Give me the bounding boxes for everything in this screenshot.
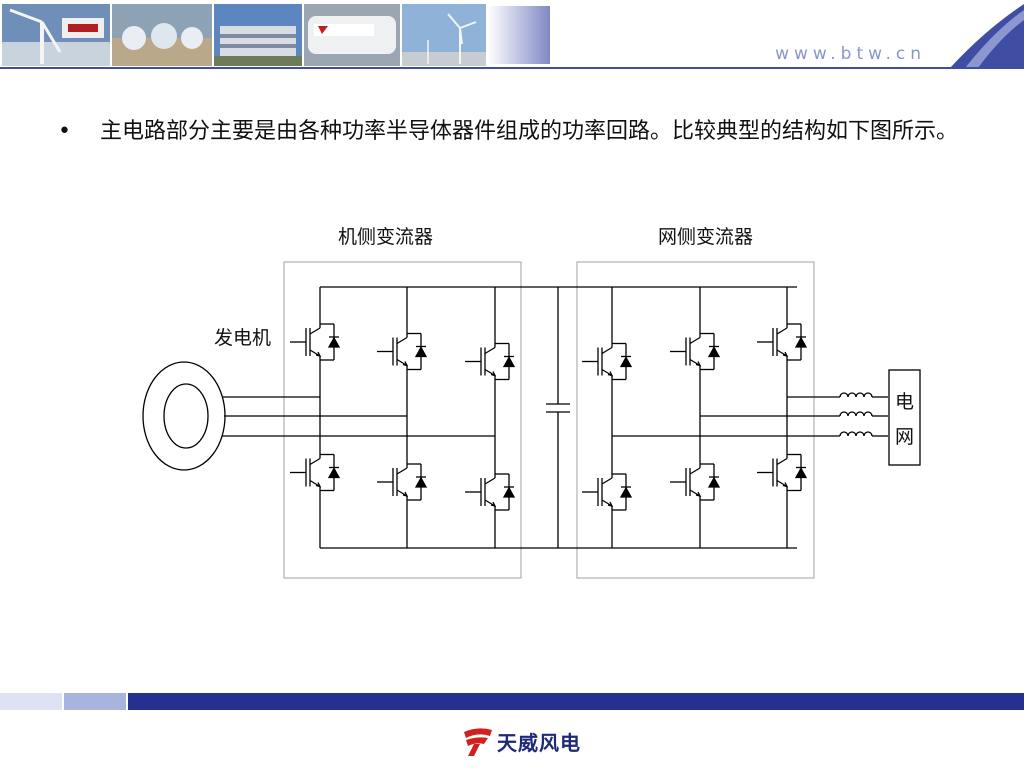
factory-building-photo bbox=[214, 4, 302, 66]
factory-hall-photo bbox=[112, 4, 212, 66]
header-corner-swoosh bbox=[950, 4, 1024, 68]
header-gradient-block bbox=[488, 6, 550, 64]
igbt-upper-5 bbox=[670, 287, 721, 416]
bullet-marker: • bbox=[58, 119, 71, 144]
grid-label-top: 电 bbox=[895, 391, 915, 413]
grid-side-converter-box bbox=[576, 261, 815, 579]
grid-inductors bbox=[839, 392, 873, 437]
grid-phase-lines bbox=[612, 396, 888, 437]
igbt-upper-3 bbox=[465, 287, 516, 436]
igbt-upper-4 bbox=[582, 287, 633, 436]
igbt-upper-2 bbox=[377, 287, 428, 416]
bullet-paragraph: • 主电路部分主要是由各种功率半导体器件组成的功率回路。比较典型的结构如下图所示… bbox=[58, 117, 978, 147]
igbt-upper-1 bbox=[290, 287, 341, 397]
brand-logo-icon bbox=[464, 728, 492, 756]
igbt-lower-4 bbox=[582, 436, 633, 548]
machine-side-converter-box bbox=[283, 261, 522, 579]
brand-logo-text: 天威风电 bbox=[497, 731, 581, 755]
generator-label: 发电机 bbox=[214, 327, 272, 349]
machine-side-converter-label: 机侧变流器 bbox=[338, 226, 434, 248]
header-banner: www.btw.cn bbox=[0, 0, 1024, 70]
generator-phase-lines bbox=[222, 396, 495, 437]
bullet-text: 主电路部分主要是由各种功率半导体器件组成的功率回路。比较典型的结构如下图所示。 bbox=[100, 119, 959, 144]
wind-farm-photo bbox=[402, 4, 486, 66]
igbt-upper-6 bbox=[757, 287, 808, 397]
grid-box bbox=[888, 369, 921, 466]
igbt-lower-3 bbox=[465, 436, 516, 548]
website-url: www.btw.cn bbox=[775, 44, 926, 64]
igbt-lower-1 bbox=[290, 397, 341, 548]
nacelle-photo bbox=[304, 4, 400, 66]
igbt-lower-2 bbox=[377, 416, 428, 548]
header-corner-accent bbox=[965, 10, 1024, 68]
igbt-lower-6 bbox=[757, 397, 808, 548]
generator-symbol bbox=[142, 361, 226, 471]
grid-label-bottom: 网 bbox=[895, 426, 915, 448]
wind-turbine-photo bbox=[2, 4, 110, 66]
dc-link-capacitor bbox=[546, 287, 570, 548]
header-decoration bbox=[0, 4, 1024, 69]
igbt-lower-5 bbox=[670, 416, 721, 548]
grid-side-converter-label: 网侧变流器 bbox=[658, 226, 754, 248]
igbt-switches bbox=[290, 287, 808, 548]
footer-bar bbox=[0, 693, 1024, 710]
